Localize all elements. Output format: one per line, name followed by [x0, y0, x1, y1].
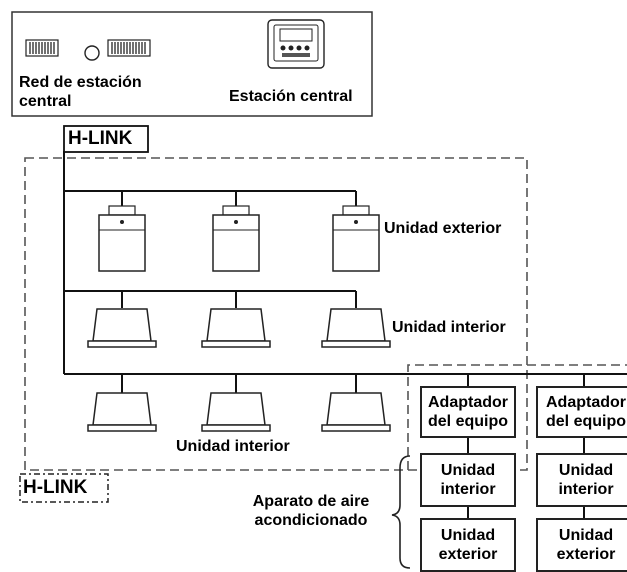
indoor-unit-label-upper: Unidad interior — [392, 319, 506, 336]
central-station-controller-icon — [267, 19, 325, 69]
indoor-unit-box: Unidad interior — [420, 453, 516, 507]
indoor-unit-box-label: Unidad interior — [440, 462, 496, 498]
outdoor-unit-icon — [98, 205, 146, 272]
outdoor-unit-box-label: Unidad exterior — [438, 527, 498, 563]
indoor-unit-icon — [321, 392, 391, 432]
equipment-adapter-label: Adaptador del equipo — [428, 394, 508, 430]
ac-equipment-brace — [391, 455, 411, 569]
ac-equipment-label: Aparato de aire acondicionado — [252, 493, 370, 529]
equipment-adapter-box: Adaptador del equipo — [536, 386, 627, 438]
hlink-bus-wiring — [63, 151, 627, 518]
indoor-unit-icon — [87, 392, 157, 432]
indoor-unit-icon — [201, 308, 271, 348]
hlink-top-frame — [63, 125, 149, 153]
outdoor-unit-icon — [212, 205, 260, 272]
outdoor-unit-box: Unidad exterior — [420, 518, 516, 572]
central-station-label: Estación central — [229, 88, 353, 105]
indoor-unit-icon — [87, 308, 157, 348]
outdoor-unit-box: Unidad exterior — [536, 518, 627, 572]
hlink-top-label: H-LINK — [68, 128, 133, 149]
indoor-unit-box-label: Unidad interior — [558, 462, 614, 498]
equipment-adapter-label: Adaptador del equipo — [546, 394, 626, 430]
hlink-bottom-frame — [19, 473, 109, 503]
indoor-unit-icon — [321, 308, 391, 348]
hlink-zone-dashed — [24, 157, 528, 471]
outdoor-unit-box-label: Unidad exterior — [556, 527, 616, 563]
indoor-unit-icon — [201, 392, 271, 432]
adapter-branch-dashed — [407, 364, 627, 470]
outdoor-unit-label: Unidad exterior — [384, 220, 502, 237]
indoor-unit-box: Unidad interior — [536, 453, 627, 507]
hlink-bottom-label: H-LINK — [23, 477, 88, 498]
equipment-adapter-box: Adaptador del equipo — [420, 386, 516, 438]
network-station-icon — [25, 39, 151, 61]
central-network-label: Red de estación central — [19, 74, 142, 110]
indoor-unit-label-lower: Unidad interior — [176, 438, 290, 455]
outdoor-unit-icon — [332, 205, 380, 272]
